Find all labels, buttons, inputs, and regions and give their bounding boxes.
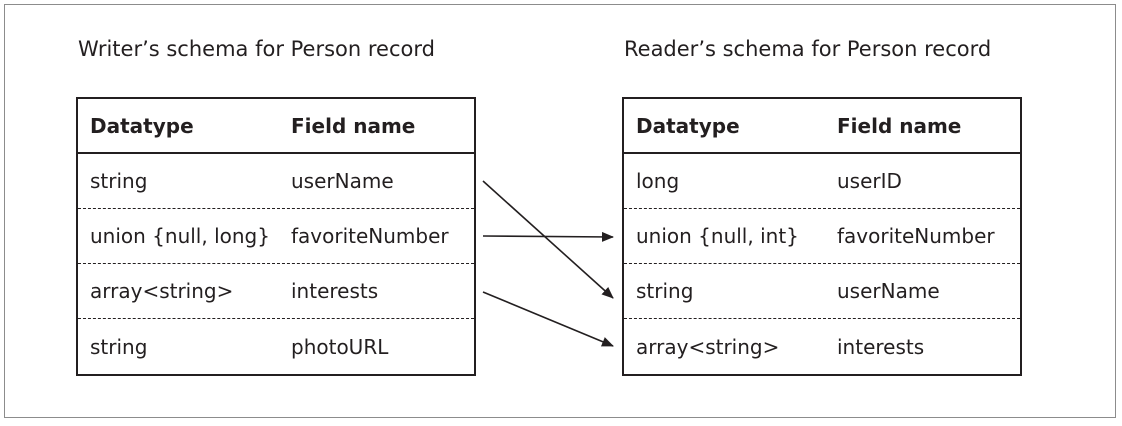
reader-row-field-name: favoriteNumber [837,224,995,248]
table-row: string photoURL [78,319,474,374]
reader-row-datatype: union {null, int} [636,224,799,248]
reader-table-header: Datatype Field name [624,99,1020,154]
writer-schema-title: Writer’s schema for Person record [78,37,435,61]
reader-row-datatype: string [636,279,694,303]
writer-row-field-name: favoriteNumber [291,224,449,248]
table-row: string userName [624,264,1020,319]
reader-row-field-name: userID [837,169,902,193]
reader-row-field-name: interests [837,334,925,359]
writer-header-field-name: Field name [291,113,416,138]
writer-table-header: Datatype Field name [78,99,474,154]
reader-row-field-name: userName [837,279,940,303]
reader-header-datatype: Datatype [636,113,740,138]
writer-row-field-name: userName [291,169,394,193]
writer-row-datatype: array<string> [90,279,234,303]
reader-row-datatype: long [636,169,680,193]
reader-row-datatype: array<string> [636,334,780,359]
reader-header-field-name: Field name [837,113,962,138]
reader-schema-table: Datatype Field name long userID union {n… [622,97,1022,376]
table-row: string userName [78,154,474,209]
table-row: array<string> interests [78,264,474,319]
writer-schema-table: Datatype Field name string userName unio… [76,97,476,376]
table-row: array<string> interests [624,319,1020,374]
writer-row-datatype: union {null, long} [90,224,270,248]
writer-row-datatype: string [90,169,148,193]
reader-schema-title: Reader’s schema for Person record [624,37,992,61]
writer-row-field-name: photoURL [291,334,389,359]
writer-header-datatype: Datatype [90,113,194,138]
table-row: union {null, int} favoriteNumber [624,209,1020,264]
table-row: long userID [624,154,1020,209]
table-row: union {null, long} favoriteNumber [78,209,474,264]
writer-row-datatype: string [90,334,148,359]
writer-row-field-name: interests [291,279,379,303]
